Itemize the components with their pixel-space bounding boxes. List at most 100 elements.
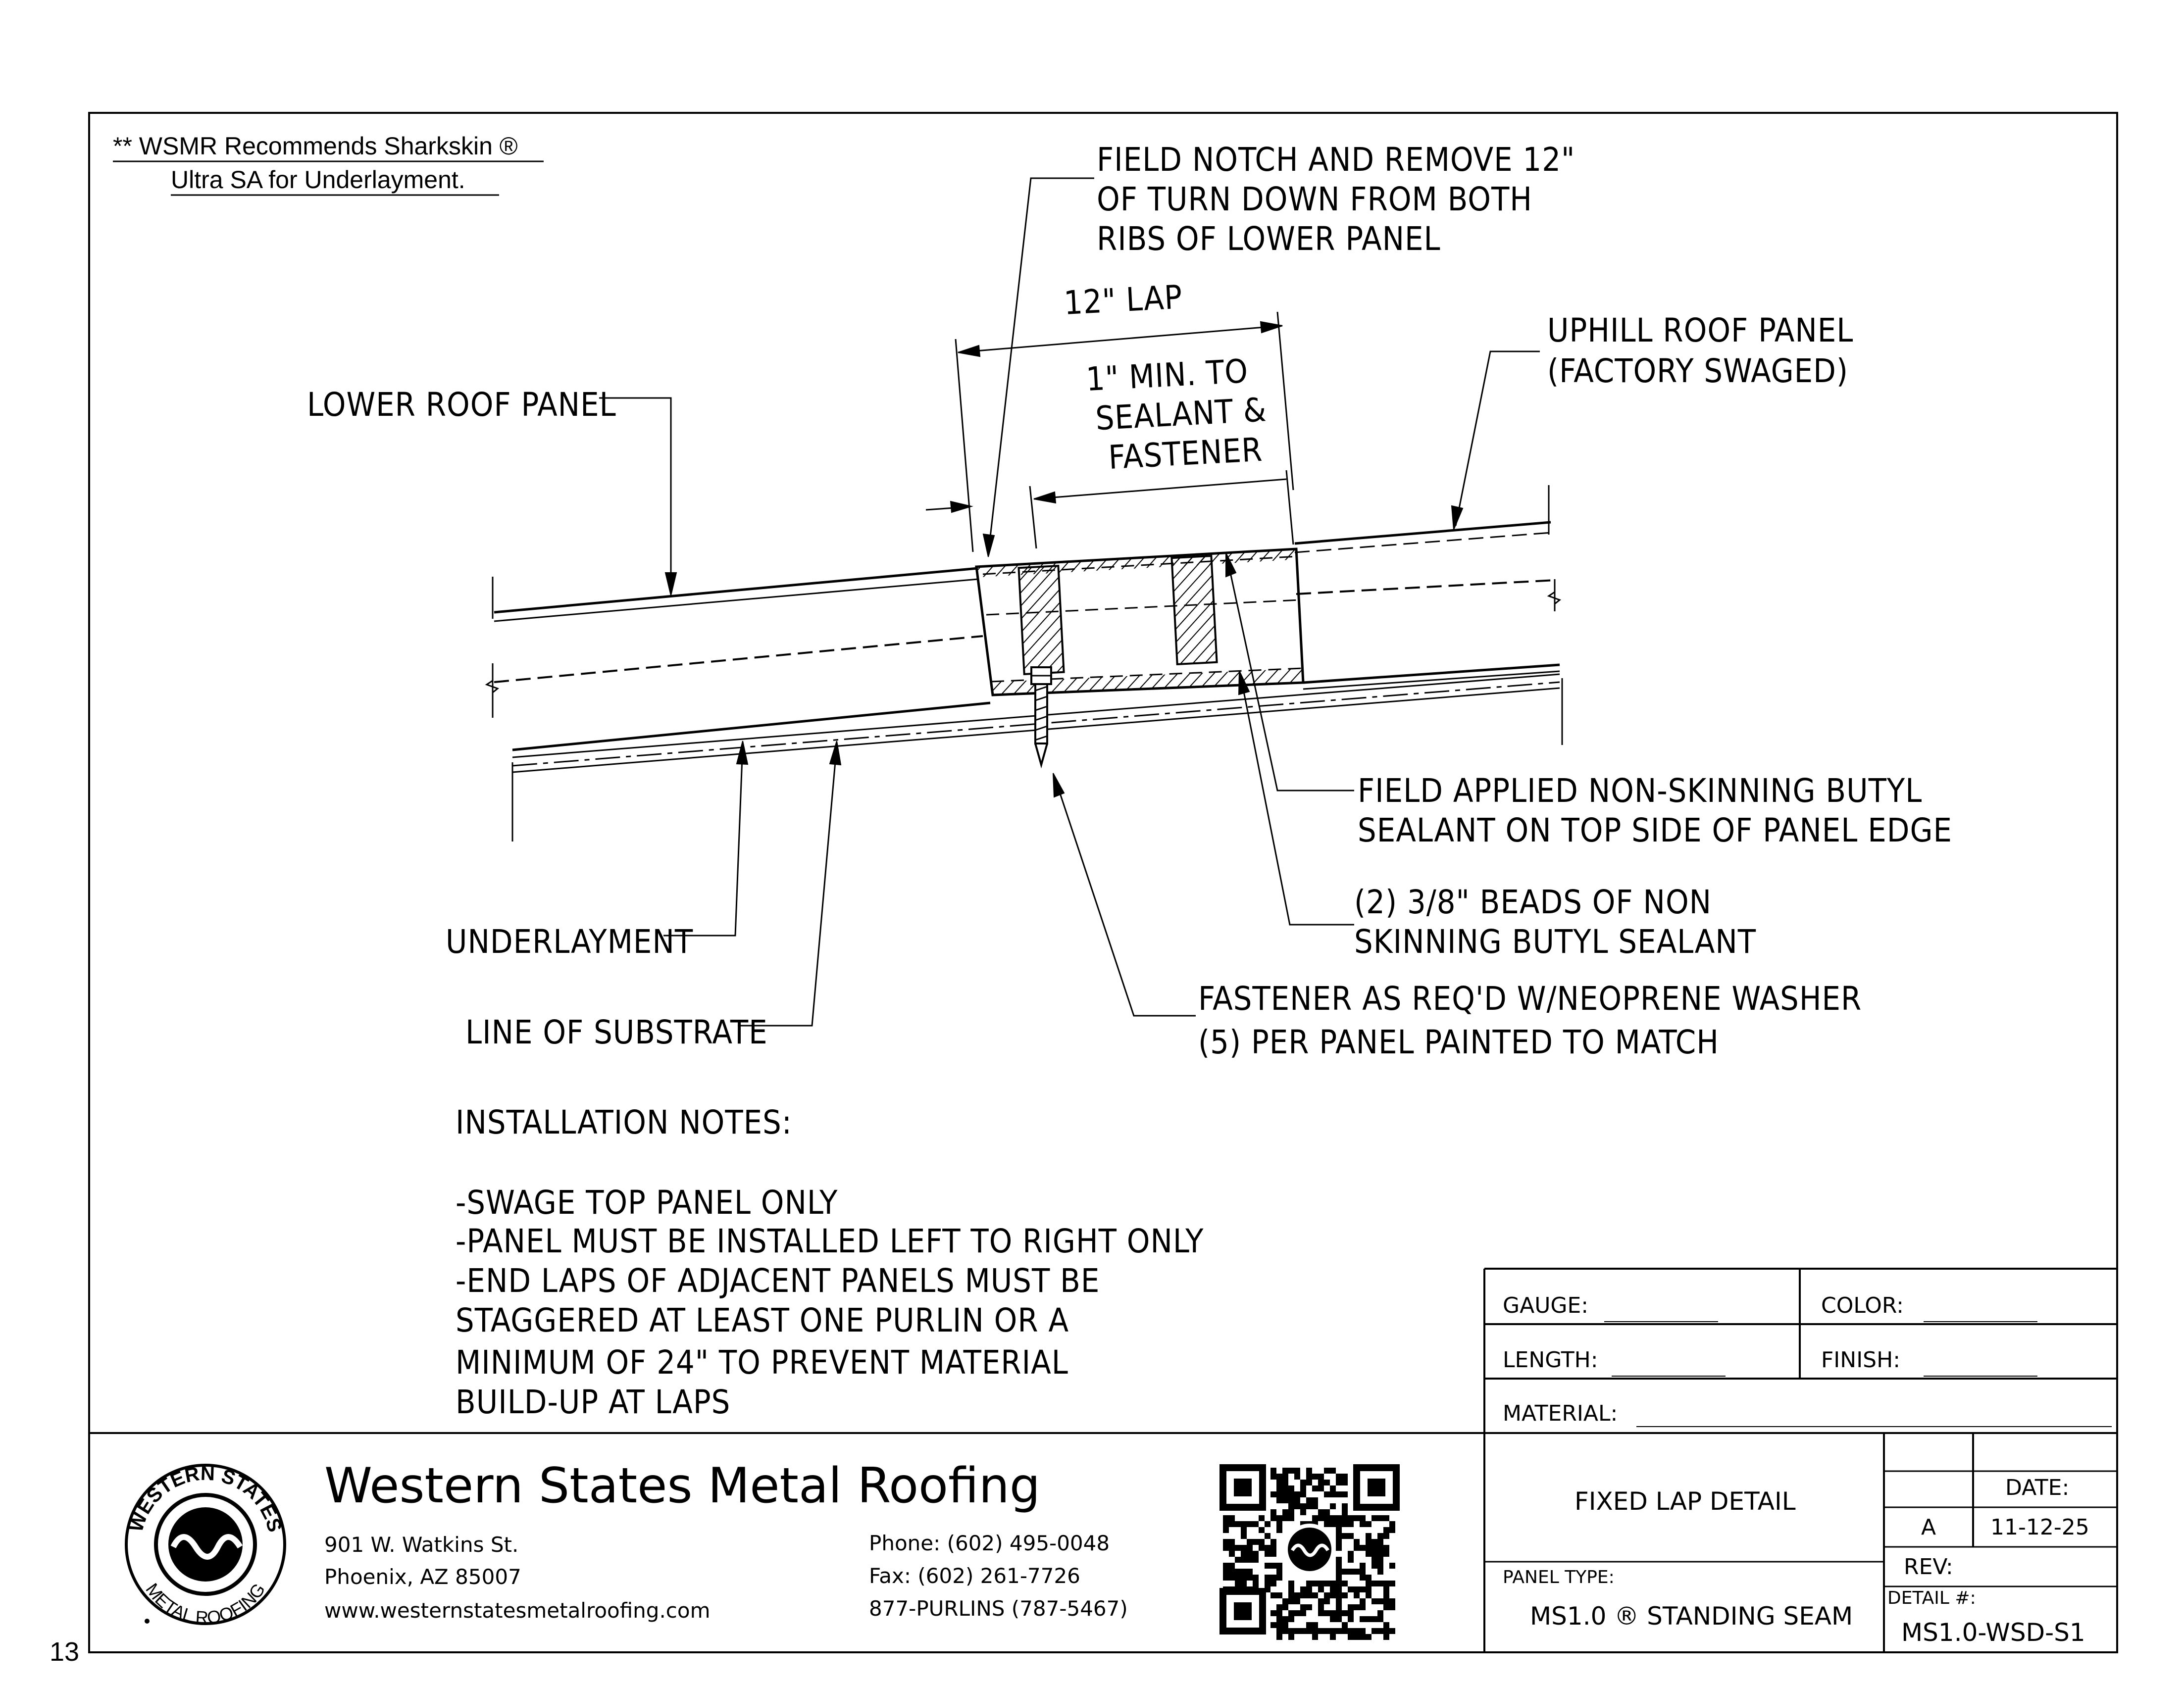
qr-module (1306, 1604, 1312, 1610)
qr-module (1366, 1533, 1371, 1539)
qr-module (1371, 1598, 1377, 1604)
qr-module (1342, 1474, 1348, 1480)
qr-module (1336, 1581, 1342, 1586)
qr-module (1270, 1581, 1276, 1586)
qr-module (1282, 1497, 1288, 1503)
qr-module (1383, 1598, 1389, 1604)
qr-module (1324, 1509, 1330, 1515)
qr-module (1276, 1491, 1282, 1497)
qr-module (1294, 1598, 1300, 1604)
qr-module (1282, 1622, 1288, 1628)
qr-module (1377, 1539, 1383, 1545)
qr-module (1306, 1592, 1312, 1598)
qr-module (1348, 1521, 1354, 1527)
company-website[interactable]: www.westernstatesmetalroofing.com (324, 1598, 711, 1623)
svg-text:METAL ROOFING: METAL ROOFING (142, 1580, 269, 1628)
qr-module (1276, 1521, 1282, 1527)
qr-module (1360, 1563, 1366, 1569)
qr-module (1324, 1628, 1330, 1634)
svg-text:** WSMR Recommends Sharkskin ®: ** WSMR Recommends Sharkskin ® (113, 132, 518, 160)
panel-type: MS1.0 ® STANDING SEAM (1530, 1602, 1853, 1631)
qr-module (1348, 1616, 1354, 1622)
qr-module (1259, 1539, 1265, 1545)
qr-module (1288, 1598, 1294, 1604)
qr-module (1265, 1563, 1270, 1569)
qr-module (1318, 1485, 1324, 1491)
qr-module (1348, 1533, 1354, 1539)
qr-module (1336, 1521, 1342, 1527)
qr-module (1288, 1485, 1294, 1491)
qr-module (1247, 1551, 1253, 1557)
svg-text:-END LAPS OF ADJACENT PANELS M: -END LAPS OF ADJACENT PANELS MUST BE (456, 1262, 1100, 1300)
uphill-panel-callout: UPHILL ROOF PANEL (FACTORY SWAGED) (1547, 311, 1853, 390)
qr-module (1354, 1628, 1360, 1634)
qr-module (1288, 1634, 1294, 1640)
qr-module (1276, 1569, 1282, 1575)
qr-module (1270, 1509, 1276, 1515)
qr-module (1235, 1545, 1241, 1551)
qr-module (1312, 1503, 1318, 1509)
panel-type-label: PANEL TYPE: (1503, 1567, 1615, 1587)
company-address-line2: Phoenix, AZ 85007 (324, 1565, 521, 1589)
qr-module (1330, 1515, 1336, 1521)
qr-module (1300, 1586, 1306, 1592)
qr-module (1336, 1491, 1342, 1497)
qr-module (1336, 1515, 1342, 1521)
qr-module (1383, 1551, 1389, 1557)
svg-text:-SWAGE TOP PANEL ONLY: -SWAGE TOP PANEL ONLY (456, 1184, 838, 1222)
qr-module (1324, 1581, 1330, 1586)
company-phone: Phone: (602) 495-0048 (869, 1531, 1110, 1555)
qr-module (1377, 1545, 1383, 1551)
svg-text:BUILD-UP AT LAPS: BUILD-UP AT LAPS (456, 1383, 730, 1421)
qr-module (1336, 1539, 1342, 1545)
svg-text:(2) 3/8" BEADS OF NON: (2) 3/8" BEADS OF NON (1354, 883, 1712, 921)
qr-module (1276, 1527, 1282, 1533)
qr-module (1371, 1557, 1377, 1563)
qr-module (1223, 1575, 1229, 1581)
qr-module (1253, 1551, 1259, 1557)
qr-module (1330, 1610, 1336, 1616)
company-tollfree: 877-PURLINS (787-5467) (869, 1596, 1128, 1621)
qr-module (1377, 1610, 1383, 1616)
svg-text:FIELD NOTCH AND REMOVE 12": FIELD NOTCH AND REMOVE 12" (1097, 141, 1575, 179)
qr-module (1223, 1569, 1229, 1575)
qr-module (1312, 1592, 1318, 1598)
qr-module (1354, 1545, 1360, 1551)
qr-module (1276, 1485, 1282, 1491)
qr-module (1276, 1563, 1282, 1569)
qr-module (1288, 1581, 1294, 1586)
qr-module (1288, 1586, 1294, 1592)
qr-module (1330, 1592, 1336, 1598)
qr-module (1229, 1563, 1235, 1569)
qr-module (1389, 1521, 1395, 1527)
qr-module (1282, 1509, 1288, 1515)
qr-module (1282, 1604, 1288, 1610)
qr-module (1336, 1592, 1342, 1598)
qr-module (1371, 1515, 1377, 1521)
qr-module (1366, 1551, 1371, 1557)
qr-module (1360, 1586, 1366, 1592)
svg-text:MINIMUM OF 24" TO PREVENT MATE: MINIMUM OF 24" TO PREVENT MATERIAL (456, 1343, 1068, 1382)
qr-module (1342, 1480, 1348, 1485)
qr-code-icon[interactable] (1219, 1464, 1400, 1640)
svg-text:STAGGERED AT LEAST ONE PURLIN: STAGGERED AT LEAST ONE PURLIN OR A (456, 1301, 1069, 1339)
field-notch-callout: FIELD NOTCH AND REMOVE 12" OF TURN DOWN … (1097, 141, 1575, 258)
qr-module (1312, 1485, 1318, 1491)
qr-module (1348, 1610, 1354, 1616)
date-label: DATE: (2005, 1475, 2069, 1500)
qr-module (1282, 1491, 1288, 1497)
svg-text:SEALANT ON TOP SIDE OF PANEL E: SEALANT ON TOP SIDE OF PANEL EDGE (1358, 811, 1952, 849)
qr-module (1336, 1575, 1342, 1581)
qr-module (1371, 1539, 1377, 1545)
qr-module (1360, 1569, 1366, 1575)
svg-text:SEALANT &: SEALANT & (1095, 391, 1268, 438)
qr-module (1288, 1592, 1294, 1598)
qr-module (1247, 1557, 1253, 1563)
qr-module (1241, 1557, 1247, 1563)
qr-module (1371, 1563, 1377, 1569)
qr-module (1300, 1628, 1306, 1634)
qr-module (1342, 1491, 1348, 1497)
qr-module (1366, 1586, 1371, 1592)
qr-module (1330, 1485, 1336, 1491)
detail-number-label: DETAIL #: (1887, 1588, 1976, 1608)
